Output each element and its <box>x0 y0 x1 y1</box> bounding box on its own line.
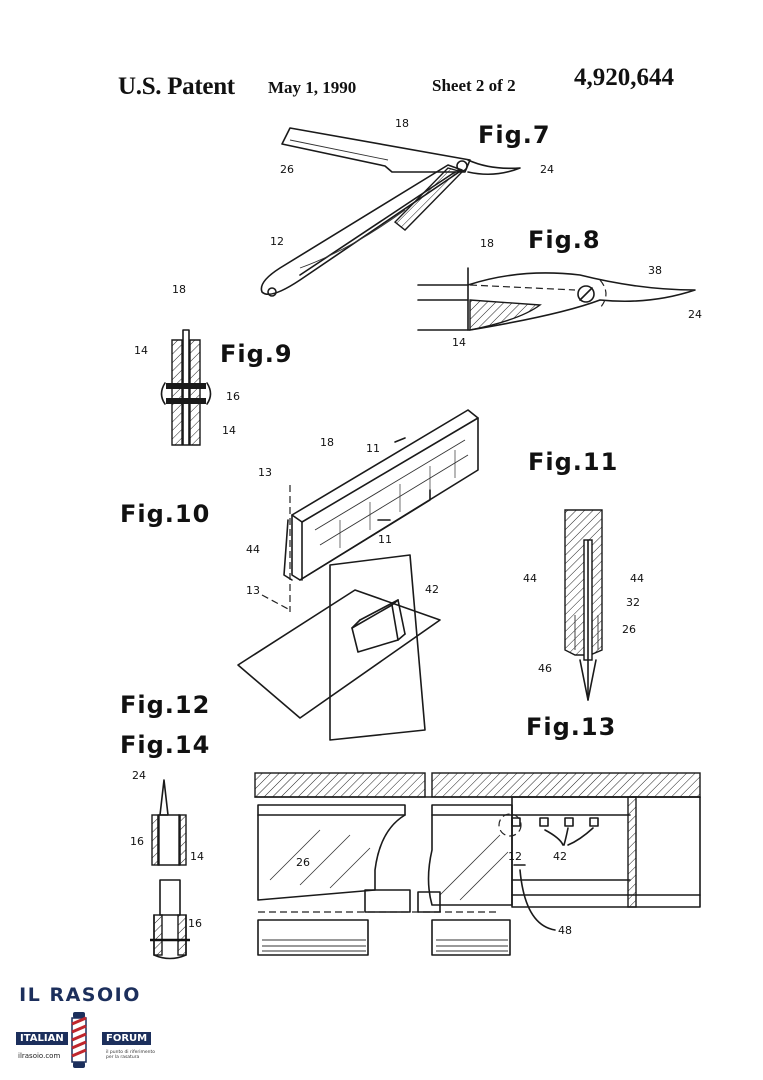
ref-44-fig10: 44 <box>246 543 260 556</box>
ref-16b-fig14: 16 <box>188 917 202 930</box>
ref-14-fig14: 14 <box>190 850 204 863</box>
figure-14-drawing <box>150 779 190 960</box>
ref-12-fig13: 12 <box>508 850 522 863</box>
logo-forum: FORUM <box>102 1032 152 1045</box>
ref-18: 18 <box>395 117 409 130</box>
ref-18-fig9: 18 <box>172 283 186 296</box>
ref-18-fig8: 18 <box>480 237 494 250</box>
barber-pole-icon <box>71 1012 87 1068</box>
ref-24-fig8: 24 <box>688 308 702 321</box>
figure-10-drawing <box>283 409 479 612</box>
figure-10-label: Fig.10 <box>120 500 210 528</box>
patent-number: 4,920,644 <box>574 64 674 91</box>
ref-11b: 11 <box>378 533 392 546</box>
ref-12: 12 <box>270 235 284 248</box>
logo-italian: ITALIAN <box>16 1032 68 1045</box>
figure-11-drawing <box>564 509 603 701</box>
ref-24-fig14: 24 <box>132 769 146 782</box>
figure-12-label: Fig.12 <box>120 691 210 719</box>
ref-26: 26 <box>280 163 294 176</box>
figure-8-drawing <box>417 267 696 331</box>
patent-date: May 1, 1990 <box>268 78 357 97</box>
figure-7-label: Fig.7 <box>478 121 551 149</box>
ref-32: 32 <box>626 596 640 609</box>
figure-13-drawing <box>254 772 701 956</box>
figure-7-drawing <box>260 127 521 297</box>
ref-11: 11 <box>366 442 380 455</box>
ref-13: 13 <box>258 466 272 479</box>
ref-26-fig13: 26 <box>296 856 310 869</box>
figure-12-drawing <box>237 554 441 741</box>
figure-11-label: Fig.11 <box>528 448 618 476</box>
logo-title: IL RASOIO <box>19 984 141 1006</box>
ref-13-fig12: 13 <box>246 584 260 597</box>
figure-9-drawing <box>160 329 212 446</box>
logo-tagline: il punto di riferimento per la rasatura <box>106 1050 156 1060</box>
figure-8-label: Fig.8 <box>528 226 601 254</box>
ref-16-fig14: 16 <box>130 835 144 848</box>
ref-46: 46 <box>538 662 552 675</box>
sheet-number: Sheet 2 of 2 <box>432 76 516 95</box>
ref-18-fig10: 18 <box>320 436 334 449</box>
ref-38: 38 <box>648 264 662 277</box>
ref-16-fig9: 16 <box>226 390 240 403</box>
figure-9-label: Fig.9 <box>220 340 293 368</box>
ref-42-fig12: 42 <box>425 583 439 596</box>
ref-14b-fig9: 14 <box>222 424 236 437</box>
ref-44b-fig11: 44 <box>630 572 644 585</box>
ref-24: 24 <box>540 163 554 176</box>
patent-label: U.S. Patent <box>118 73 235 100</box>
ref-14-fig9: 14 <box>134 344 148 357</box>
ref-48: 48 <box>558 924 572 937</box>
ref-14-fig8: 14 <box>452 336 466 349</box>
ref-44-fig11: 44 <box>523 572 537 585</box>
logo-site: ilrasoio.com <box>18 1052 61 1060</box>
il-rasoio-logo: IL RASOIO ITALIAN FORUM ilrasoio.com il … <box>6 982 156 1074</box>
figure-14-label: Fig.14 <box>120 731 210 759</box>
ref-26-fig11: 26 <box>622 623 636 636</box>
ref-42-fig13: 42 <box>553 850 567 863</box>
figure-13-label: Fig.13 <box>526 713 616 741</box>
